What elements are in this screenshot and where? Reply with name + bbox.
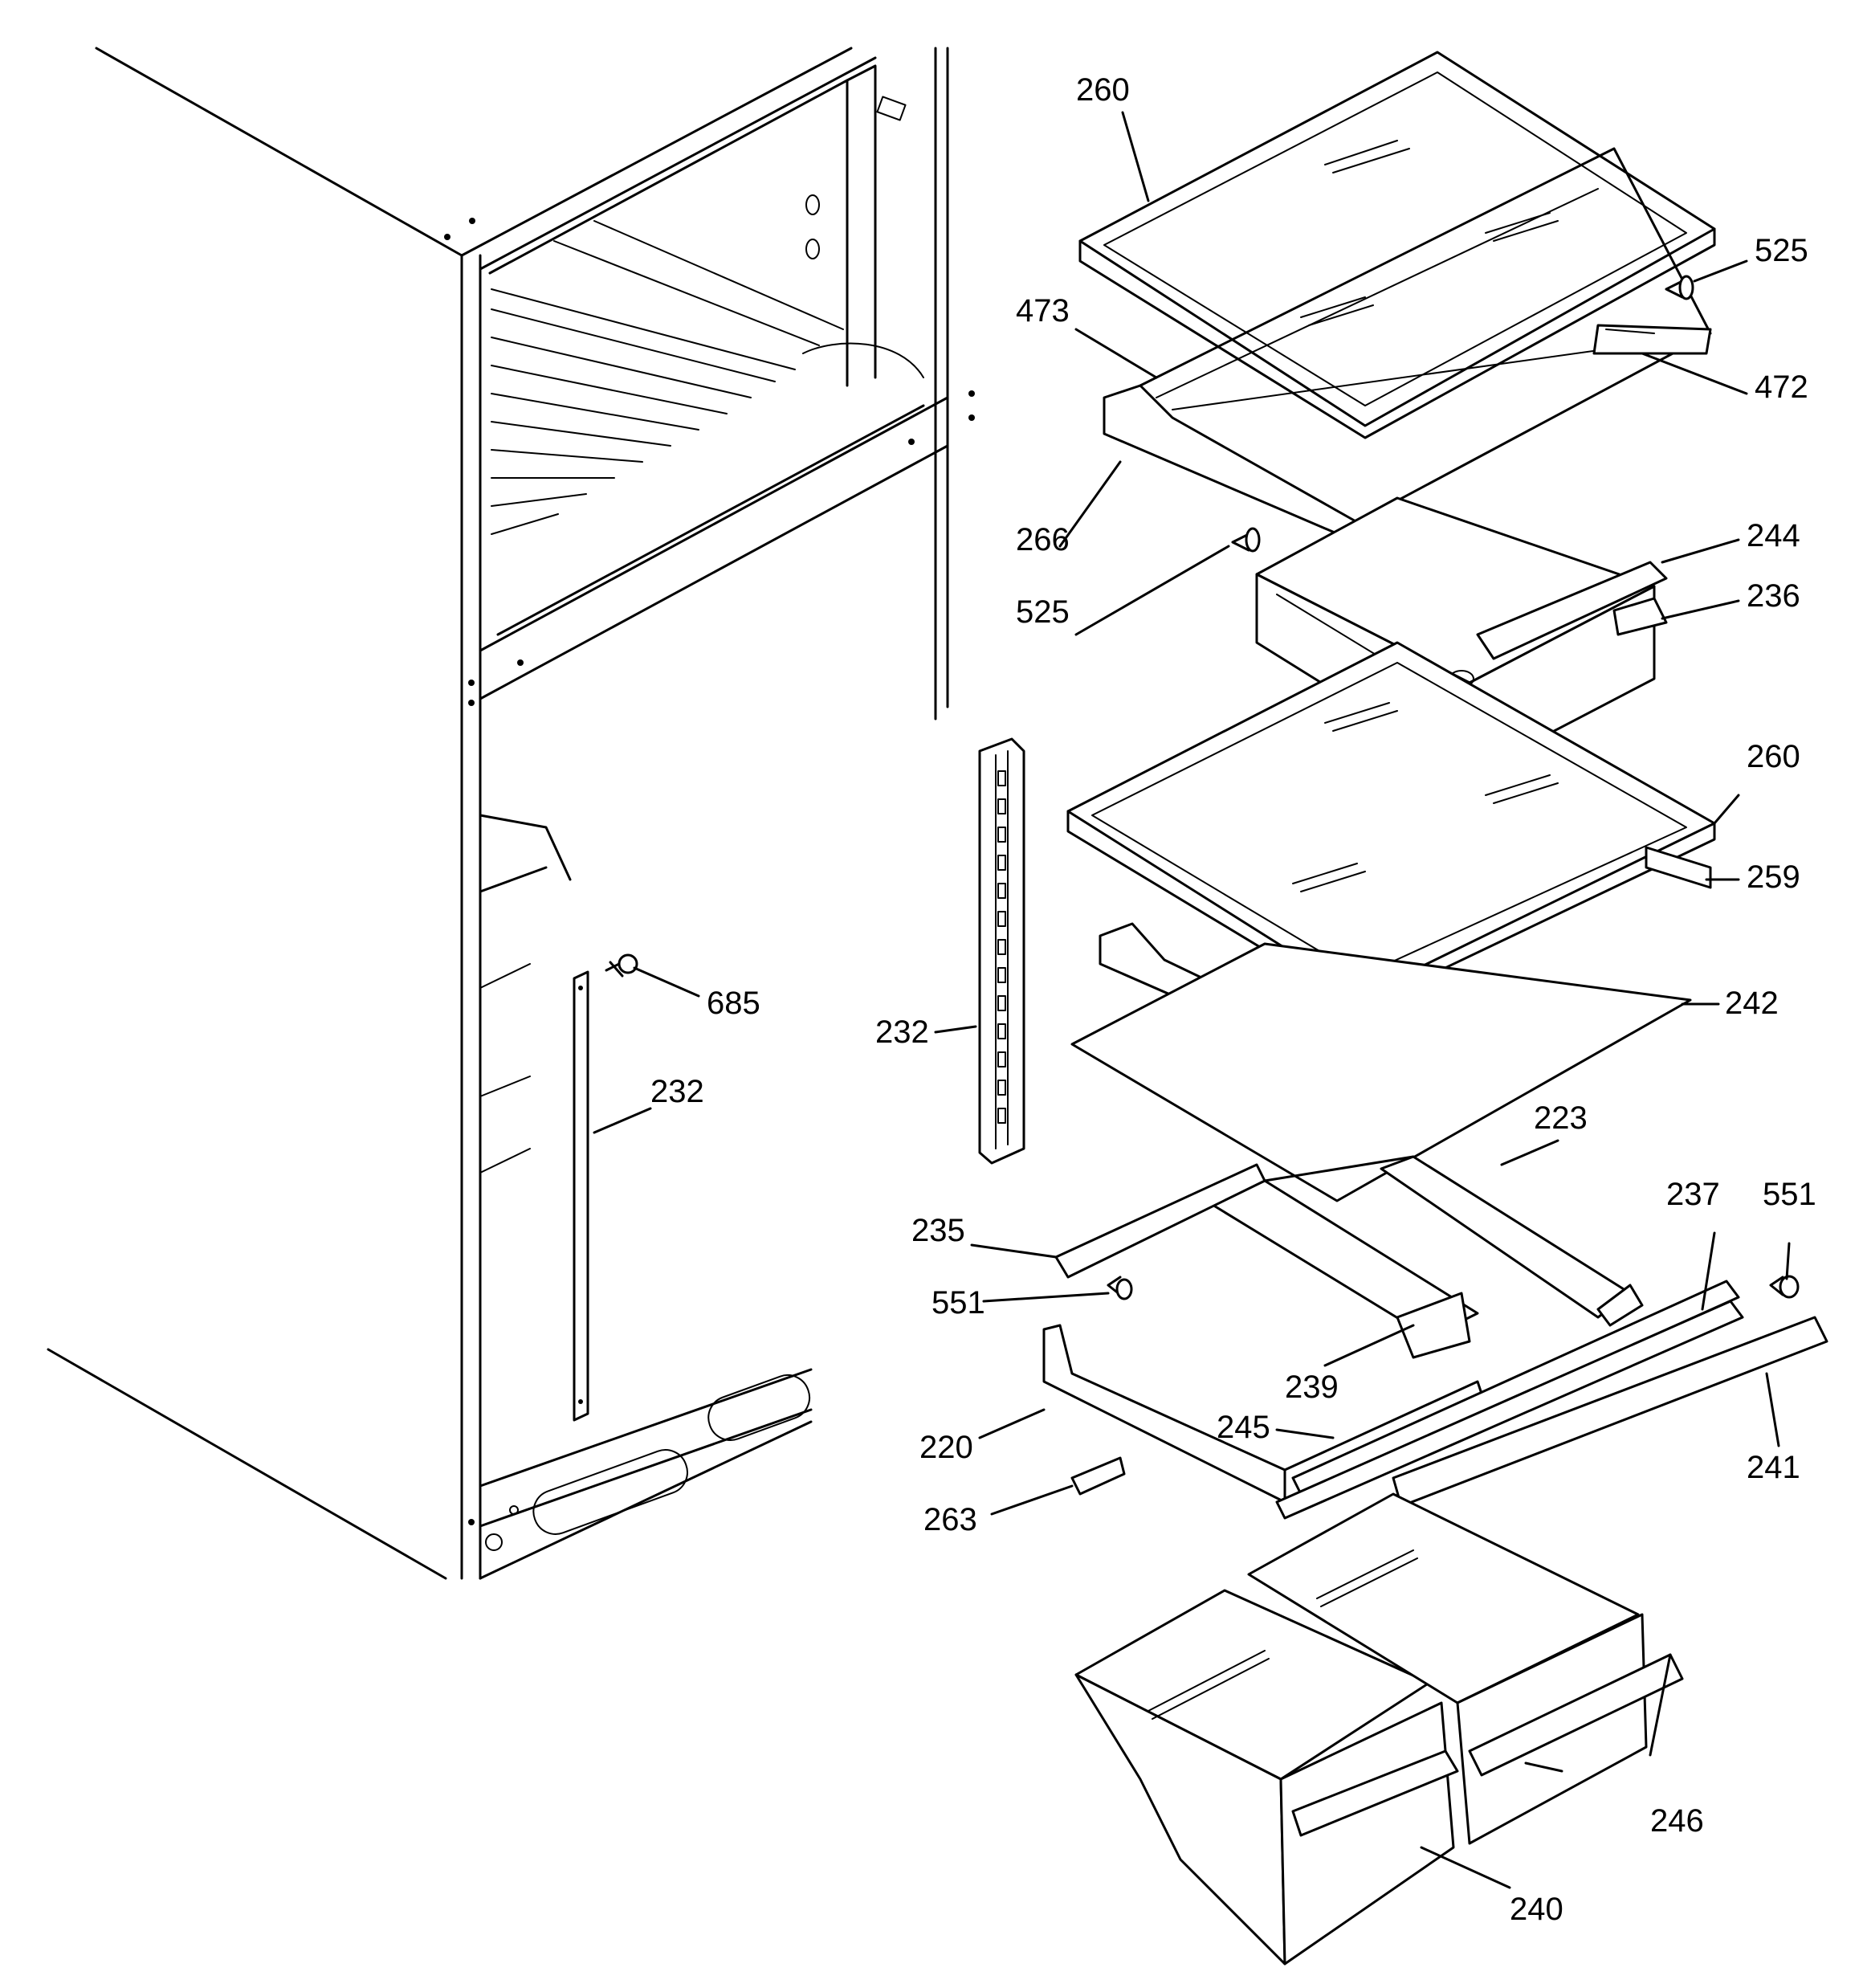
shelf-frame-top bbox=[1103, 147, 1712, 544]
label-260-top: 260 bbox=[1076, 72, 1130, 108]
label-263: 263 bbox=[923, 1502, 977, 1537]
crisper-cover-glass bbox=[1070, 942, 1692, 1202]
label-266: 266 bbox=[1016, 522, 1070, 557]
deli-drawer bbox=[1255, 496, 1668, 777]
label-220: 220 bbox=[919, 1430, 973, 1465]
label-244: 244 bbox=[1747, 518, 1800, 553]
label-473: 473 bbox=[1016, 293, 1070, 329]
screw-685 bbox=[605, 953, 638, 978]
label-259: 259 bbox=[1747, 859, 1800, 895]
label-551-left: 551 bbox=[932, 1285, 985, 1321]
label-239: 239 bbox=[1285, 1370, 1339, 1405]
glass-shelf-top bbox=[1078, 51, 1716, 439]
shelf-ladder-rail bbox=[978, 737, 1025, 1165]
label-685: 685 bbox=[707, 986, 760, 1021]
freezer-ribs bbox=[491, 220, 924, 535]
shelf-rail-front bbox=[573, 970, 589, 1422]
leader-lines bbox=[593, 111, 1791, 1889]
label-237: 237 bbox=[1666, 1177, 1720, 1212]
screw-551-right bbox=[1769, 1275, 1800, 1299]
crisper-cover-frame bbox=[1211, 1155, 1644, 1339]
label-472: 472 bbox=[1755, 369, 1808, 405]
shelf-screw-525-top bbox=[1665, 275, 1694, 300]
label-223: 223 bbox=[1534, 1100, 1588, 1136]
label-246: 246 bbox=[1650, 1803, 1704, 1839]
frame-screws bbox=[444, 218, 975, 1525]
label-260-mid: 260 bbox=[1747, 739, 1800, 774]
cover-support-235 bbox=[1054, 1163, 1266, 1279]
label-240: 240 bbox=[1510, 1892, 1563, 1927]
label-241: 241 bbox=[1747, 1450, 1800, 1485]
screw-551-left bbox=[1107, 1276, 1133, 1300]
label-245: 245 bbox=[1217, 1410, 1270, 1445]
drawer-support-220 bbox=[1042, 1292, 1487, 1504]
drawer-rail-245 bbox=[1291, 1280, 1740, 1496]
label-525-top: 525 bbox=[1755, 233, 1808, 268]
part-labels: 260 525 473 472 266 244 525 236 260 259 … bbox=[650, 72, 1816, 1927]
label-235: 235 bbox=[911, 1213, 965, 1248]
drawer-rail-263 bbox=[1070, 1456, 1126, 1496]
label-242: 242 bbox=[1725, 986, 1779, 1021]
crisper-drawers bbox=[1074, 1492, 1684, 1966]
refrigerator-cabinet bbox=[47, 47, 975, 1580]
shelf-screw-525-mid bbox=[1231, 527, 1261, 553]
trim-237 bbox=[1275, 1300, 1744, 1520]
label-232-rail: 232 bbox=[875, 1014, 929, 1050]
label-525-mid: 525 bbox=[1016, 594, 1070, 630]
label-232-front: 232 bbox=[650, 1074, 704, 1109]
label-551-right: 551 bbox=[1763, 1177, 1816, 1212]
label-236: 236 bbox=[1747, 578, 1800, 614]
